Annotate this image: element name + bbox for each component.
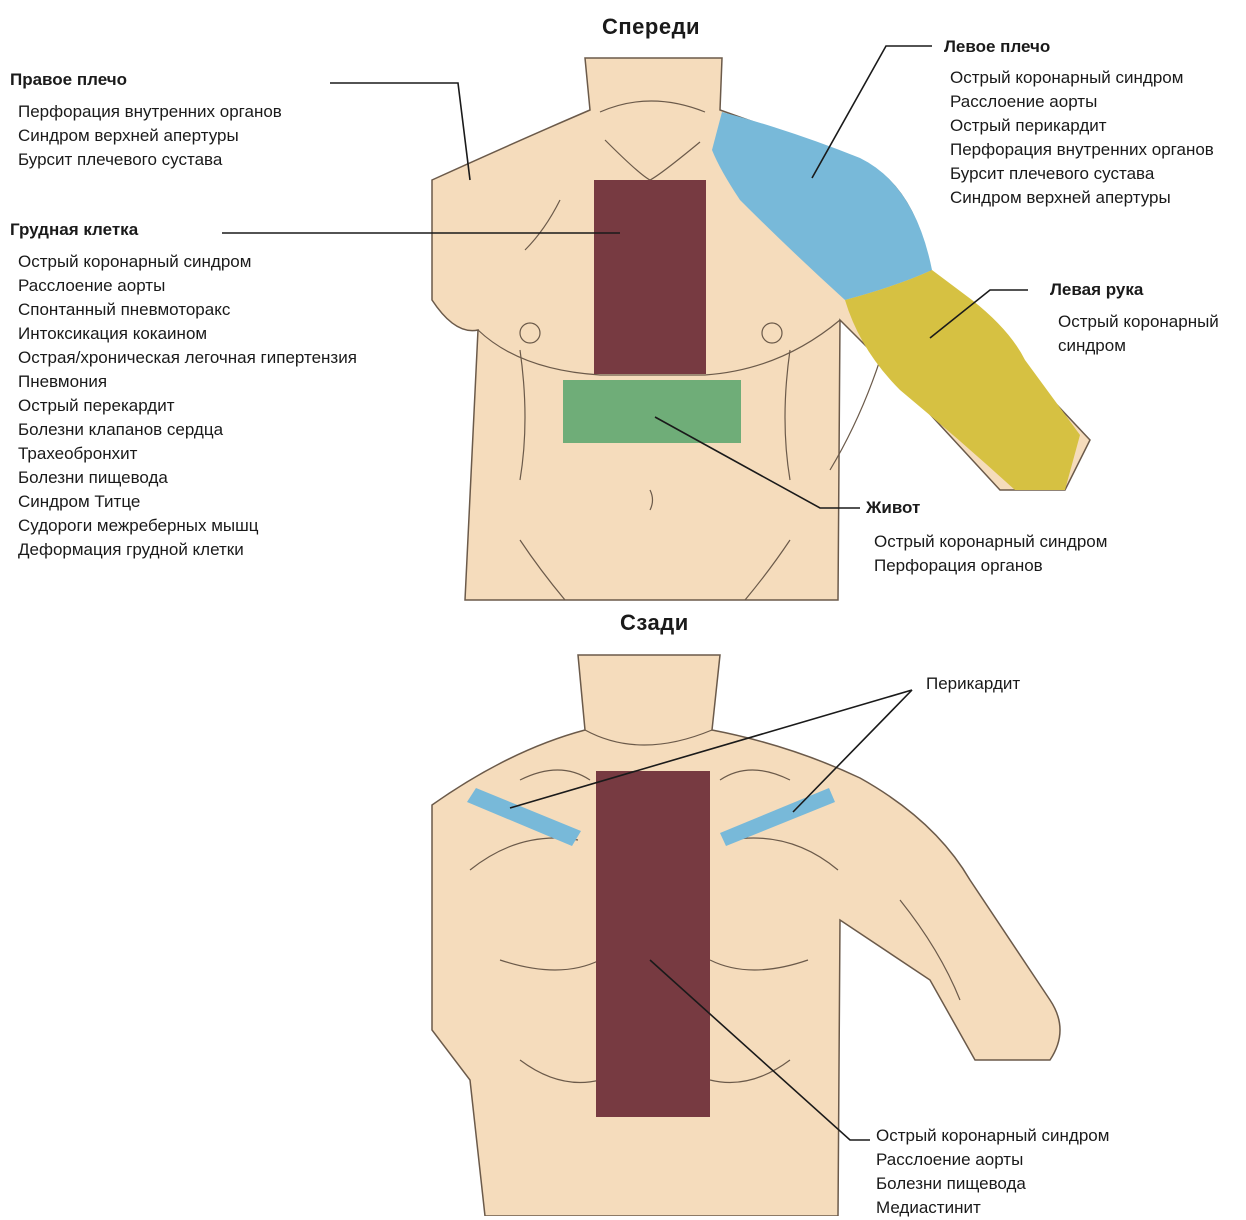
list-item: Острый перикардит [950, 114, 1214, 138]
front-abdomen-zone [563, 380, 741, 443]
left-arm-zone [845, 270, 1080, 490]
right-shoulder-list: Перфорация внутренних органов Синдром ве… [18, 100, 282, 172]
list-item: Острый перекардит [18, 394, 357, 418]
chest-list: Острый коронарный синдром Расслоение аор… [18, 250, 357, 562]
list-item: Синдром верхней апертуры [18, 124, 282, 148]
list-item: Пневмония [18, 370, 357, 394]
pericarditis-label: Перикардит [926, 674, 1020, 694]
back-view-title: Сзади [620, 610, 689, 636]
list-item: Расслоение аорты [18, 274, 357, 298]
list-item: Острый коронарный [1058, 310, 1219, 334]
list-item: Болезни пищевода [18, 466, 357, 490]
list-item: Судороги межреберных мышц [18, 514, 357, 538]
list-item: Бурсит плечевого сустава [950, 162, 1214, 186]
abdomen-title: Живот [866, 498, 920, 518]
list-item: Острый коронарный синдром [874, 530, 1107, 554]
left-arm-title: Левая рука [1050, 280, 1143, 300]
left-shoulder-title: Левое плечо [944, 37, 1050, 57]
list-item: Перфорация внутренних органов [18, 100, 282, 124]
list-item: Спонтанный пневмоторакс [18, 298, 357, 322]
chest-title: Грудная клетка [10, 220, 138, 240]
list-item: синдром [1058, 334, 1219, 358]
list-item: Болезни клапанов сердца [18, 418, 357, 442]
list-item: Медиастинит [876, 1196, 1109, 1220]
abdomen-list: Острый коронарный синдром Перфорация орг… [874, 530, 1107, 578]
list-item: Перфорация внутренних органов [950, 138, 1214, 162]
list-item: Расслоение аорты [876, 1148, 1109, 1172]
list-item: Деформация грудной клетки [18, 538, 357, 562]
list-item: Острая/хроническая легочная гипертензия [18, 346, 357, 370]
left-shoulder-list: Острый коронарный синдром Расслоение аор… [950, 66, 1214, 210]
list-item: Трахеобронхит [18, 442, 357, 466]
list-item: Синдром верхней апертуры [950, 186, 1214, 210]
list-item: Острый коронарный синдром [876, 1124, 1109, 1148]
list-item: Острый коронарный синдром [950, 66, 1214, 90]
list-item: Интоксикация кокаином [18, 322, 357, 346]
list-item: Болезни пищевода [876, 1172, 1109, 1196]
left-arm-list: Острый коронарный синдром [1058, 310, 1219, 358]
right-shoulder-title: Правое плечо [10, 70, 127, 90]
list-item: Бурсит плечевого сустава [18, 148, 282, 172]
back-spine-list: Острый коронарный синдром Расслоение аор… [876, 1124, 1109, 1220]
list-item: Расслоение аорты [950, 90, 1214, 114]
front-chest-zone [594, 180, 706, 374]
list-item: Острый коронарный синдром [18, 250, 357, 274]
list-item: Синдром Титце [18, 490, 357, 514]
back-spine-zone [596, 771, 710, 1117]
list-item: Перфорация органов [874, 554, 1107, 578]
front-view-title: Спереди [602, 14, 700, 40]
